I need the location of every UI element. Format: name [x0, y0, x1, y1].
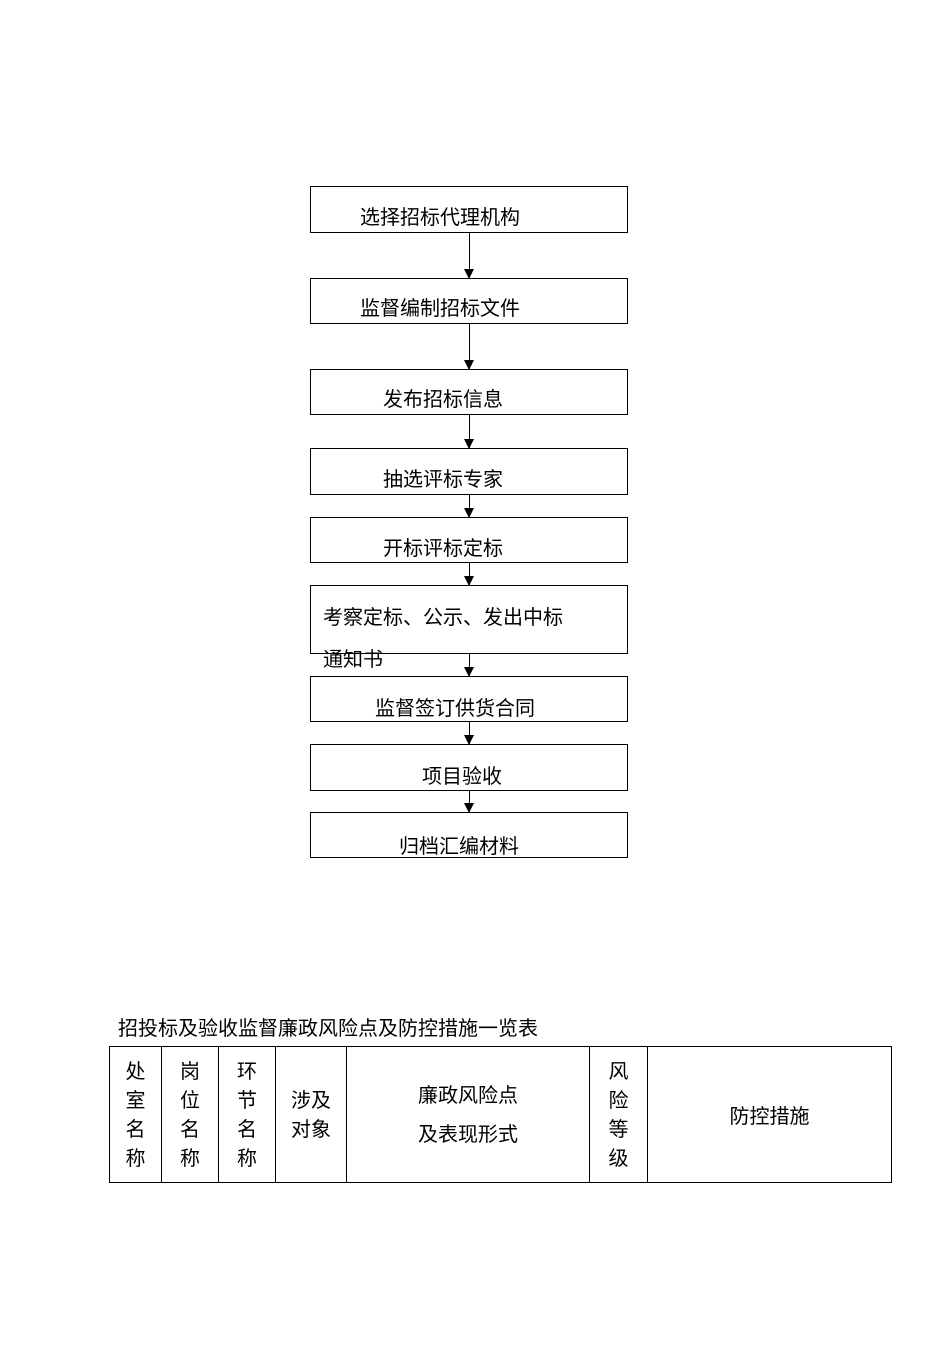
flow-step-label: 抽选评标专家	[383, 467, 503, 491]
header-position: 岗位名称	[161, 1046, 219, 1183]
header-risk: 廉政风险点 及表现形式	[346, 1046, 590, 1183]
header-department: 处室名称	[109, 1046, 162, 1183]
flow-step-label: 开标评标定标	[383, 536, 503, 560]
header-position-text: 岗位名称	[180, 1058, 200, 1170]
flow-step-select-experts: 抽选评标专家	[310, 448, 628, 495]
flow-step-label: 监督编制招标文件	[360, 296, 520, 320]
header-target-text: 涉及对象	[291, 1087, 331, 1141]
flow-arrow	[464, 233, 474, 279]
flow-step-label: 归档汇编材料	[399, 834, 519, 858]
flow-arrow	[464, 415, 474, 449]
header-measures: 防控措施	[647, 1046, 892, 1183]
table-title: 招投标及验收监督廉政风险点及防控措施一览表	[118, 1016, 538, 1040]
header-step: 环节名称	[218, 1046, 276, 1183]
header-target: 涉及对象	[275, 1046, 347, 1183]
flow-step-select-agency: 选择招标代理机构	[310, 186, 628, 233]
flow-arrow	[464, 654, 474, 677]
flow-step-publish-info: 发布招标信息	[310, 369, 628, 415]
flow-arrow	[464, 324, 474, 370]
flow-step-label-line2: 通知书	[323, 647, 383, 671]
header-level-text: 风险等级	[608, 1058, 629, 1170]
flow-arrow	[464, 791, 474, 813]
flow-arrow	[464, 495, 474, 518]
flow-step-sign-contract: 监督签订供货合同	[310, 676, 628, 722]
flow-step-label: 项目验收	[422, 764, 502, 788]
flow-arrow	[464, 722, 474, 745]
flow-step-label: 监督签订供货合同	[375, 696, 535, 720]
flow-arrow	[464, 563, 474, 586]
flow-step-label: 选择招标代理机构	[360, 205, 520, 229]
table-header-row: 处室名称 岗位名称 环节名称 涉及对象 廉政风险点 及表现形式 风险等级 防控措…	[109, 1046, 892, 1183]
risk-table: 处室名称 岗位名称 环节名称 涉及对象 廉政风险点 及表现形式 风险等级 防控措…	[109, 1046, 892, 1183]
header-step-text: 环节名称	[237, 1058, 257, 1170]
flow-step-label-line1: 考察定标、公示、发出中标	[323, 605, 563, 629]
header-department-text: 处室名称	[125, 1058, 146, 1170]
header-risk-line2: 及表现形式	[418, 1121, 518, 1146]
header-measures-text: 防控措施	[729, 1104, 810, 1128]
flow-step-acceptance: 项目验收	[310, 744, 628, 791]
header-level: 风险等级	[589, 1046, 648, 1183]
flow-step-compile-documents: 监督编制招标文件	[310, 278, 628, 324]
flow-step-archive: 归档汇编材料	[310, 812, 628, 858]
flow-step-bid-opening: 开标评标定标	[310, 517, 628, 563]
header-risk-line1: 廉政风险点	[418, 1082, 518, 1107]
flow-step-label: 发布招标信息	[383, 387, 503, 411]
flow-step-award-notice: 考察定标、公示、发出中标 通知书	[310, 585, 628, 669]
